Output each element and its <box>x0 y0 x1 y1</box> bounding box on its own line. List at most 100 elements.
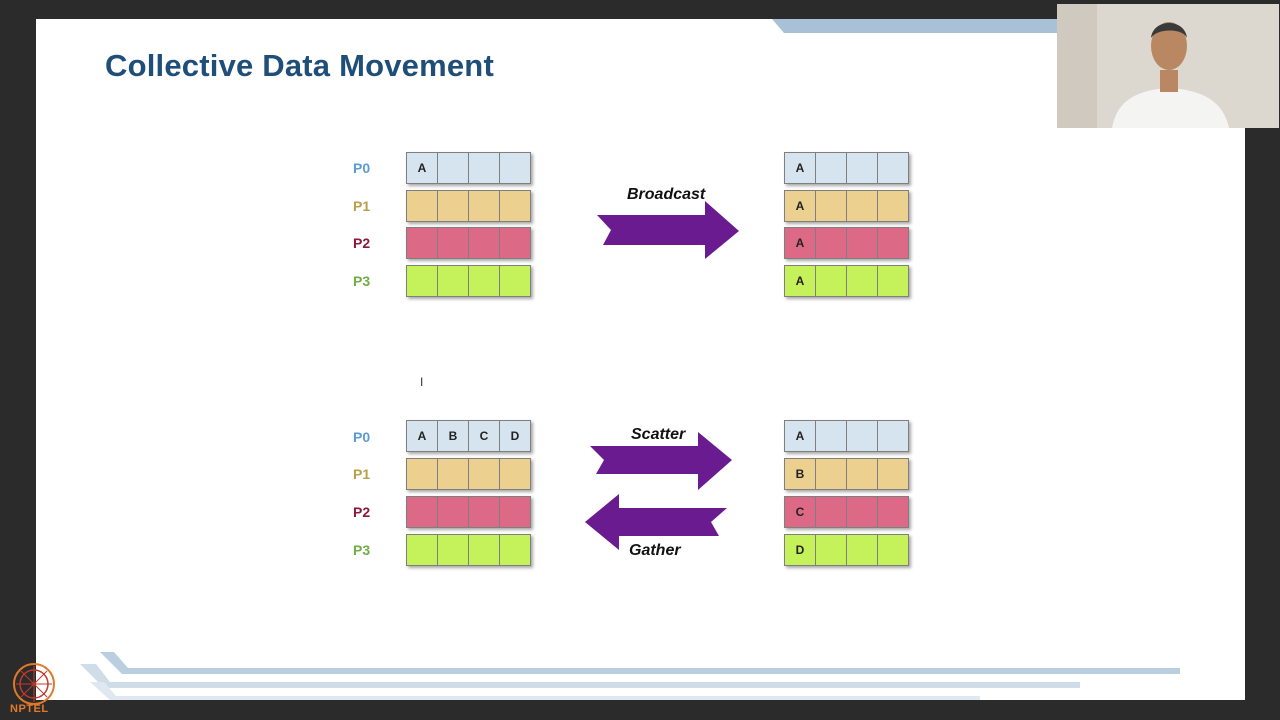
buffer-cell <box>846 496 878 528</box>
process-label-p3: P3 <box>353 273 371 289</box>
buffer-cell: D <box>499 420 531 452</box>
scatter-before-row-p1 <box>406 458 531 490</box>
broadcast-before-row-p0: A <box>406 152 531 184</box>
buffer-cell <box>846 534 878 566</box>
buffer-cell <box>877 496 909 528</box>
buffer-cell <box>499 227 531 259</box>
buffer-cell <box>468 458 500 490</box>
buffer-cell <box>877 420 909 452</box>
process-label-p2: P2 <box>353 235 371 251</box>
broadcast-after-row-p3: A <box>784 265 909 297</box>
broadcast-label: Broadcast <box>627 186 706 203</box>
buffer-cell <box>499 190 531 222</box>
footer-decorative-stripes <box>80 652 1180 700</box>
scatter-after-row-p0: A <box>784 420 909 452</box>
buffer-cell <box>437 190 469 222</box>
buffer-cell <box>815 496 847 528</box>
header-accent-bar <box>772 19 1062 33</box>
buffer-cell <box>815 265 847 297</box>
buffer-cell <box>846 458 878 490</box>
buffer-cell <box>815 534 847 566</box>
broadcast-before-row-p1 <box>406 190 531 222</box>
buffer-cell <box>437 265 469 297</box>
buffer-cell <box>877 534 909 566</box>
scatter-after-row-p3: D <box>784 534 909 566</box>
buffer-cell <box>406 227 438 259</box>
slide-canvas <box>36 19 1245 700</box>
buffer-cell <box>499 152 531 184</box>
buffer-cell <box>468 496 500 528</box>
buffer-cell <box>499 458 531 490</box>
buffer-cell <box>877 458 909 490</box>
presenter-figure-icon <box>1057 4 1279 128</box>
process-label-p2: P2 <box>353 504 371 520</box>
process-label-p1: P1 <box>353 198 371 214</box>
buffer-cell <box>846 152 878 184</box>
buffer-cell <box>846 190 878 222</box>
buffer-cell <box>437 496 469 528</box>
process-label-p0: P0 <box>353 160 371 176</box>
buffer-cell: A <box>784 190 816 222</box>
buffer-cell: A <box>406 152 438 184</box>
buffer-cell <box>877 265 909 297</box>
buffer-cell: A <box>406 420 438 452</box>
buffer-cell <box>437 152 469 184</box>
buffer-cell <box>437 227 469 259</box>
scatter-arrow-icon <box>590 432 732 490</box>
buffer-cell <box>406 190 438 222</box>
buffer-cell: A <box>784 265 816 297</box>
scatter-label: Scatter <box>631 426 686 443</box>
broadcast-after-row-p2: A <box>784 227 909 259</box>
text-cursor-icon: I <box>420 375 424 389</box>
buffer-cell <box>877 190 909 222</box>
buffer-cell <box>815 420 847 452</box>
buffer-cell: A <box>784 227 816 259</box>
buffer-cell <box>499 534 531 566</box>
buffer-cell <box>406 496 438 528</box>
buffer-cell <box>815 458 847 490</box>
gather-arrow-icon <box>585 494 727 550</box>
scatter-before-row-p2 <box>406 496 531 528</box>
broadcast-arrow-icon <box>597 201 739 259</box>
buffer-cell: A <box>784 152 816 184</box>
buffer-cell: D <box>784 534 816 566</box>
buffer-cell <box>815 152 847 184</box>
buffer-cell: A <box>784 420 816 452</box>
buffer-cell <box>468 265 500 297</box>
buffer-cell <box>406 265 438 297</box>
buffer-cell <box>468 227 500 259</box>
buffer-cell <box>499 496 531 528</box>
gather-label: Gather <box>629 542 681 559</box>
broadcast-before-row-p3 <box>406 265 531 297</box>
nptel-logo-text: NPTEL <box>10 703 49 715</box>
buffer-cell <box>815 227 847 259</box>
buffer-cell: B <box>437 420 469 452</box>
buffer-cell <box>846 227 878 259</box>
process-label-p3: P3 <box>353 542 371 558</box>
buffer-cell <box>846 420 878 452</box>
buffer-cell <box>406 534 438 566</box>
nptel-logo-icon <box>13 663 55 705</box>
buffer-cell: C <box>468 420 500 452</box>
buffer-cell <box>468 152 500 184</box>
broadcast-after-row-p1: A <box>784 190 909 222</box>
process-label-p0: P0 <box>353 429 371 445</box>
buffer-cell: B <box>784 458 816 490</box>
process-label-p1: P1 <box>353 466 371 482</box>
scatter-before-row-p3 <box>406 534 531 566</box>
buffer-cell: C <box>784 496 816 528</box>
buffer-cell <box>406 458 438 490</box>
presenter-video <box>1057 4 1279 128</box>
buffer-cell <box>877 227 909 259</box>
broadcast-after-row-p0: A <box>784 152 909 184</box>
scatter-after-row-p1: B <box>784 458 909 490</box>
buffer-cell <box>877 152 909 184</box>
buffer-cell <box>846 265 878 297</box>
broadcast-before-row-p2 <box>406 227 531 259</box>
buffer-cell <box>468 190 500 222</box>
buffer-cell <box>437 458 469 490</box>
buffer-cell <box>437 534 469 566</box>
scatter-after-row-p2: C <box>784 496 909 528</box>
buffer-cell <box>499 265 531 297</box>
